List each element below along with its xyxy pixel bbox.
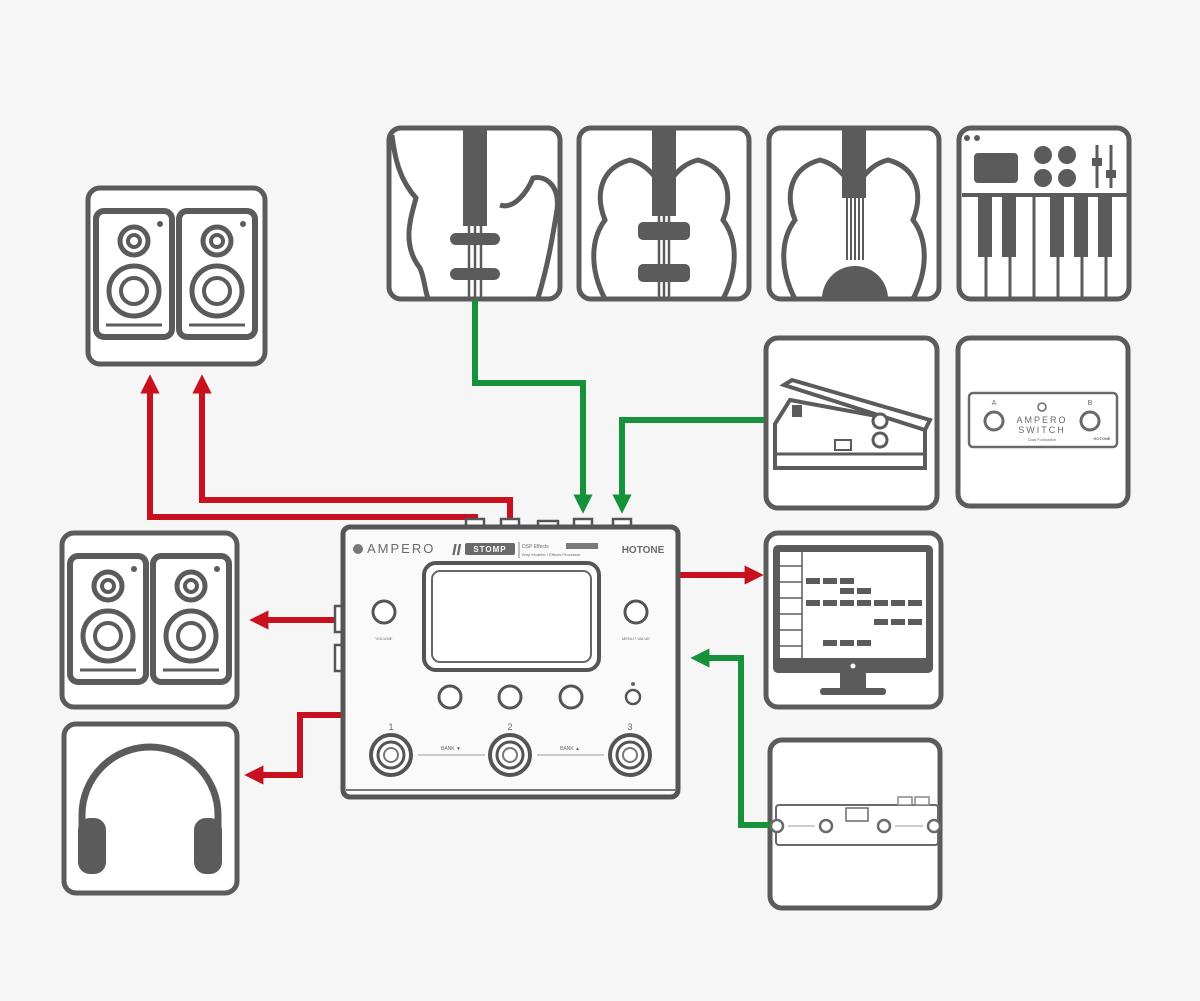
guitar-neck-icon xyxy=(463,128,487,226)
switch-brand: HOTONE xyxy=(1093,436,1110,441)
acoustic-guitar xyxy=(766,125,942,302)
expression-pedal xyxy=(763,335,940,511)
switch-a-label: A xyxy=(992,400,997,407)
studio-monitors-top xyxy=(85,185,268,367)
footswitch-1[interactable] xyxy=(369,733,413,777)
switch-caption: Dual Footswitch xyxy=(1028,437,1056,442)
electric-guitar xyxy=(386,125,563,302)
footswitch-3-label: 3 xyxy=(627,722,632,732)
footswitch-2[interactable] xyxy=(488,733,532,777)
headphones-icon xyxy=(78,743,222,850)
speaker-icon xyxy=(179,211,255,337)
headphones xyxy=(61,721,240,896)
footswitch-3[interactable] xyxy=(608,733,652,777)
footswitch-1-label: 1 xyxy=(388,722,393,732)
speaker-icon xyxy=(153,556,229,682)
switch-name-line1: AMPERO xyxy=(1016,415,1067,425)
value-knob-label: MENU / VALUE xyxy=(622,636,650,641)
device-model-badge: STOMP xyxy=(473,545,506,554)
keyboard-keys-icon xyxy=(978,197,1112,257)
ampero-switch: A B AMPERO SWITCH Dual Footswitch HOTONE xyxy=(955,335,1131,509)
ampero-stomp-device: AMPERO II STOMP DSP Effects Amp Modeler … xyxy=(333,517,681,800)
volume-knob-label: VOLUME xyxy=(376,636,393,641)
device-brand-left: AMPERO xyxy=(367,541,435,556)
studio-monitors-side xyxy=(59,530,240,710)
soft-button-3[interactable] xyxy=(558,684,584,710)
switch-b-label: B xyxy=(1088,400,1093,407)
speaker-icon xyxy=(96,211,172,337)
soft-button-1[interactable] xyxy=(437,684,463,710)
footswitch-a-icon xyxy=(983,410,1005,432)
output-to-monitors-right-arrow xyxy=(192,374,513,525)
switch-logo-icon xyxy=(1037,402,1047,412)
footswitch-2-label: 2 xyxy=(507,722,512,732)
switch-name-line2: SWITCH xyxy=(1018,425,1066,435)
expression-input-arrow xyxy=(612,417,764,514)
device-model-mark: II xyxy=(452,542,461,559)
phones-output-arrow xyxy=(244,712,342,785)
control-input-arrow xyxy=(690,648,770,828)
ampero-control xyxy=(767,737,943,911)
pedal-base-icon xyxy=(773,397,927,470)
output-to-monitors-left-arrow xyxy=(140,374,478,525)
midi-keyboard xyxy=(956,125,1132,302)
bank-up-label: BANK ▲ xyxy=(560,746,580,752)
footswitch-b-icon xyxy=(1079,410,1101,432)
small-button[interactable] xyxy=(624,688,642,706)
acoustic-neck-icon xyxy=(842,128,866,198)
keyboard-screen-icon xyxy=(974,153,1018,183)
soundhole-icon xyxy=(822,266,888,299)
volume-knob[interactable] xyxy=(371,599,397,625)
device-brand-right: HOTONE xyxy=(622,545,665,556)
speaker-icon xyxy=(70,556,146,682)
device-descriptor-2: Amp Modeler / Effects Processor xyxy=(522,552,581,557)
soft-button-2[interactable] xyxy=(497,684,523,710)
daw-clips-icon xyxy=(806,578,922,646)
bass-neck-icon xyxy=(652,128,676,216)
computer-monitor xyxy=(763,530,944,710)
value-knob[interactable] xyxy=(623,599,649,625)
acoustic-bass xyxy=(576,125,752,302)
device-descriptor-1: DSP Effects xyxy=(522,544,549,550)
bank-down-label: BANK ▼ xyxy=(441,746,461,752)
instrument-input-arrow xyxy=(472,300,593,514)
